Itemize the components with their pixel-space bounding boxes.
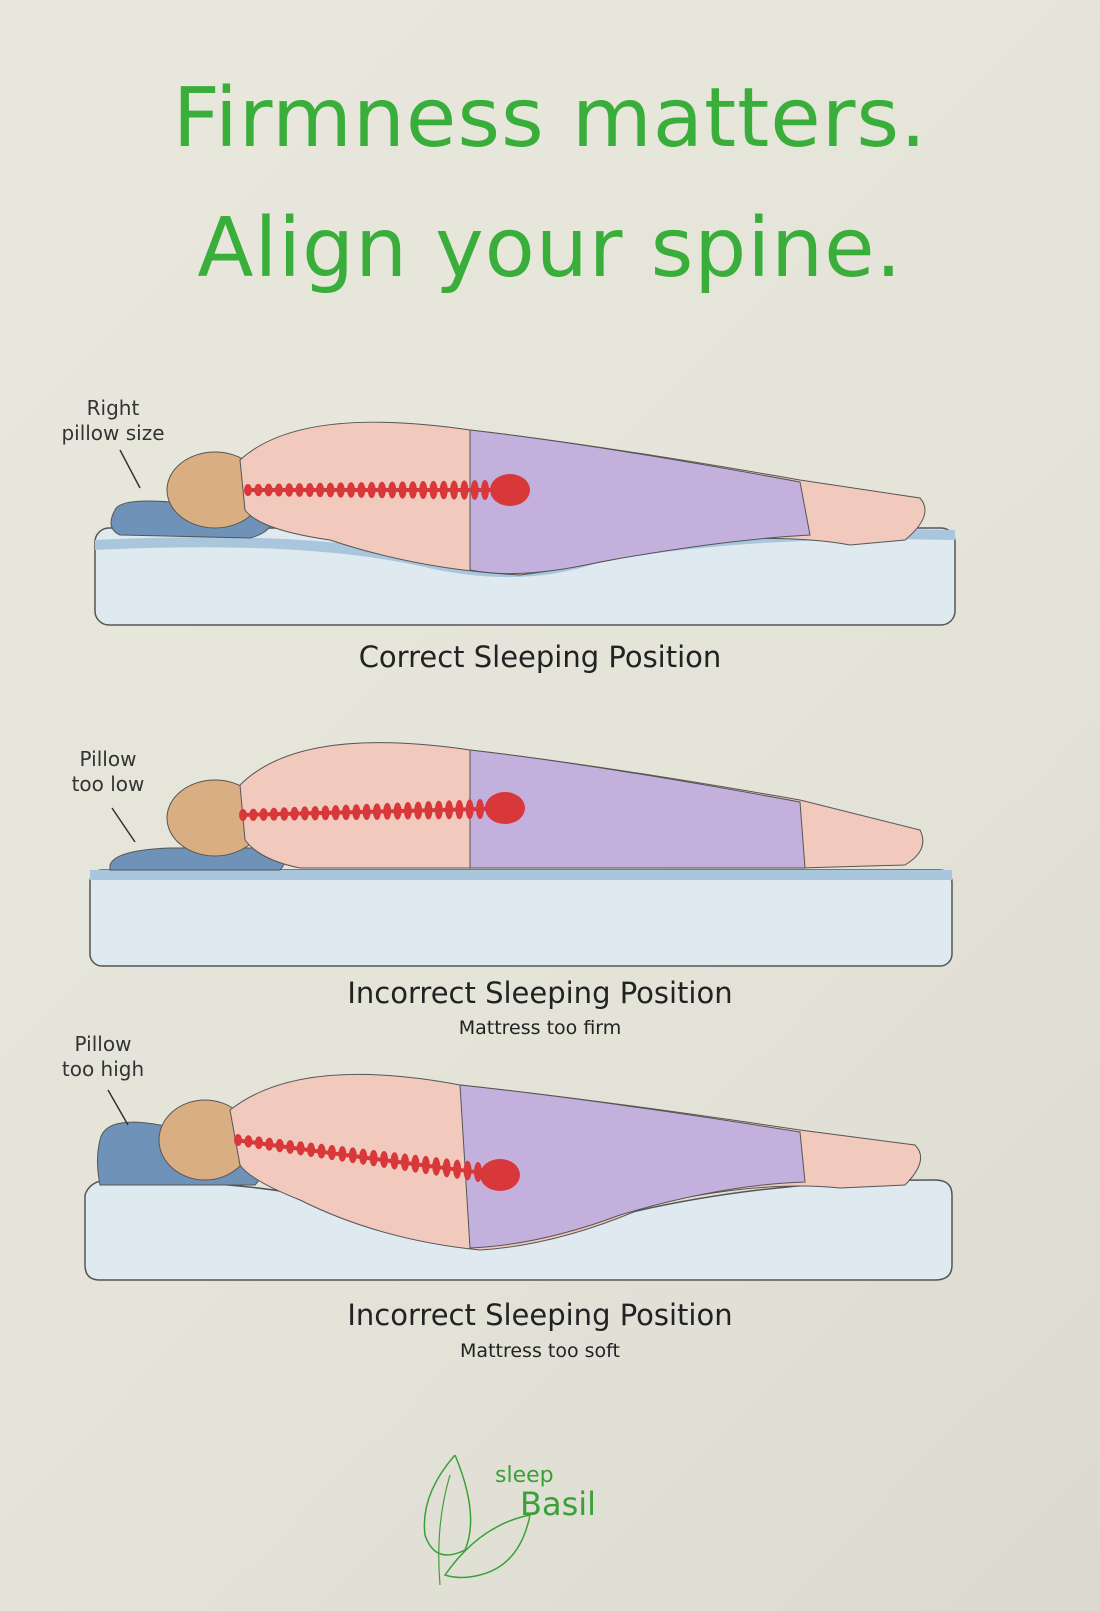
caption: Incorrect Sleeping Position: [347, 1298, 733, 1332]
vertebra: [359, 1148, 368, 1165]
vertebra: [290, 806, 299, 821]
vertebra: [372, 803, 381, 820]
vertebra: [234, 1134, 242, 1146]
caption: Correct Sleeping Position: [358, 640, 722, 674]
sleep-basil-logo: sleep Basil: [420, 1453, 640, 1595]
vertebra: [393, 802, 402, 820]
vertebra: [254, 1136, 263, 1150]
vertebra: [265, 1137, 274, 1151]
vertebra: [424, 801, 433, 820]
vertebra: [388, 481, 397, 499]
vertebra: [465, 799, 474, 820]
vertebra: [321, 805, 330, 821]
vertebra: [326, 482, 335, 498]
vertebra: [275, 1138, 284, 1153]
vertebra: [411, 1154, 420, 1173]
pillow-label-line-2: too high: [61, 1057, 145, 1081]
vertebra: [239, 809, 247, 821]
vertebra: [470, 480, 479, 500]
caption: Incorrect Sleeping Position: [347, 976, 733, 1010]
vertebra: [295, 483, 304, 497]
vertebra: [439, 480, 448, 500]
vertebra: [269, 807, 278, 821]
vertebra: [296, 1141, 305, 1156]
vertebra: [476, 799, 484, 819]
vertebra: [244, 484, 252, 496]
vertebra: [264, 483, 273, 497]
pillow-label-line-1: Right: [86, 396, 140, 420]
vertebra: [286, 1140, 295, 1154]
vertebra: [336, 482, 345, 498]
vertebra: [342, 804, 351, 821]
pillow-label-line-2: pillow size: [61, 421, 165, 445]
vertebra: [317, 1143, 326, 1159]
vertebra: [442, 1158, 451, 1178]
vertebra: [249, 808, 258, 821]
vertebra: [357, 482, 366, 498]
vertebra: [429, 480, 438, 500]
vertebra: [455, 799, 464, 820]
sleeper-illustration-too-firm: [89, 742, 953, 967]
vertebra: [421, 1155, 430, 1175]
vertebra: [305, 482, 314, 498]
vertebra: [244, 1135, 253, 1148]
vertebra: [274, 483, 283, 497]
vertebra: [408, 481, 417, 499]
sleeper-illustration-correct: [94, 421, 956, 626]
subcaption: Mattress too soft: [460, 1340, 620, 1362]
vertebra: [254, 483, 263, 497]
pillow-label-line-2: too low: [71, 772, 145, 796]
vertebra: [453, 1159, 462, 1179]
logo-sleep: sleep: [495, 1463, 554, 1488]
vertebra: [352, 804, 361, 821]
pillow-label-line-1: Pillow: [79, 747, 137, 771]
vertebra: [311, 805, 320, 821]
vertebra: [403, 802, 412, 820]
vertebra: [400, 1153, 409, 1172]
vertebra: [327, 1144, 336, 1161]
vertebra: [259, 808, 268, 821]
vertebra: [362, 803, 371, 820]
vertebra: [285, 483, 294, 497]
vertebra: [331, 805, 340, 821]
subcaption: Mattress too firm: [458, 1017, 622, 1039]
vertebra: [445, 800, 454, 820]
basil-leaf-icon: [423, 1453, 531, 1586]
vertebra: [463, 1160, 472, 1181]
vertebra: [460, 480, 469, 500]
vertebra: [377, 481, 386, 499]
vertebra: [280, 807, 289, 821]
sleeper-illustration-too-soft: [84, 1073, 953, 1281]
vertebra: [316, 482, 325, 498]
vertebra: [348, 1147, 357, 1164]
vertebra: [390, 1152, 399, 1170]
vertebra: [300, 806, 309, 821]
vertebra: [434, 800, 443, 820]
vertebra: [419, 481, 428, 499]
vertebra: [414, 801, 423, 820]
vertebra: [369, 1149, 378, 1167]
vertebra: [380, 1151, 389, 1168]
vertebra: [432, 1157, 441, 1176]
vertebra: [338, 1146, 347, 1162]
headline-line-2: Align your spine.: [197, 201, 903, 296]
vertebra: [307, 1142, 316, 1157]
pillow-label-line-1: Pillow: [74, 1032, 132, 1056]
vertebra: [398, 481, 407, 499]
logo-basil: Basil: [520, 1485, 597, 1523]
vertebra: [481, 480, 489, 500]
vertebra: [383, 802, 392, 820]
headline-line-1: Firmness matters.: [172, 71, 928, 166]
vertebra: [367, 481, 376, 499]
vertebra: [474, 1162, 482, 1182]
vertebra: [450, 480, 459, 500]
vertebra: [347, 482, 356, 498]
